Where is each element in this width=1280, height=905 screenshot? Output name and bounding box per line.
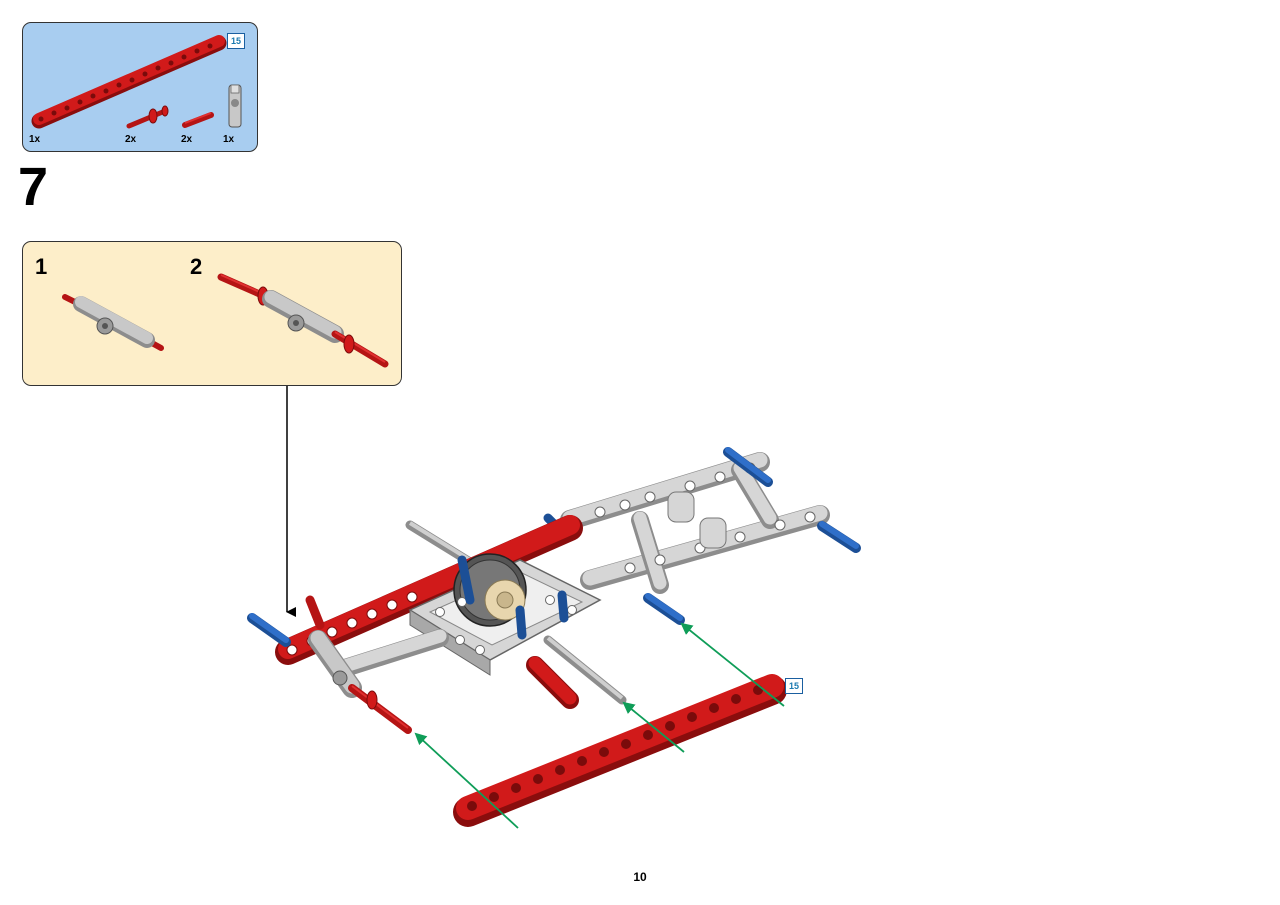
page-number: 10 <box>633 870 647 884</box>
substep-1-assembly <box>62 294 164 351</box>
beam-length-badge: 15 <box>227 33 245 49</box>
new-red-beam-15 <box>453 674 787 827</box>
substep-number: 1 <box>35 254 48 279</box>
qty-label: 2x <box>181 134 193 145</box>
gearbox-frame <box>408 553 602 676</box>
red-beam-mounted <box>275 515 583 665</box>
substep-2-assembly <box>217 273 389 368</box>
gray-axle-back <box>405 520 475 567</box>
qty-label: 1x <box>29 134 41 145</box>
insertion-arrows <box>414 622 785 829</box>
red-lever <box>526 656 579 709</box>
blue-pin-front <box>247 613 291 647</box>
qty-label: 1x <box>223 134 235 145</box>
gray-connector-part <box>228 84 242 128</box>
inserted-subassembly <box>305 595 412 734</box>
subassembly-box: 1 2 <box>22 241 402 386</box>
qty-label: 2x <box>125 134 137 145</box>
beam-length-badge: 15 <box>785 678 803 694</box>
step-number: 7 <box>18 157 49 217</box>
blue-pin-rear <box>543 447 861 625</box>
red-beam-15-part <box>31 35 227 129</box>
substep-number: 2 <box>190 254 203 279</box>
gray-cross-beam <box>336 629 449 677</box>
red-axle-pin-part <box>182 112 214 128</box>
parts-illustration <box>31 35 242 129</box>
subassembly-illustration <box>62 273 389 368</box>
parts-list-box: 1x 2x 2x 1x 15 <box>22 22 258 152</box>
gray-axle-front <box>543 635 627 705</box>
red-axle-pin-bush-part <box>126 105 169 129</box>
gray-frame-rear <box>560 452 830 594</box>
